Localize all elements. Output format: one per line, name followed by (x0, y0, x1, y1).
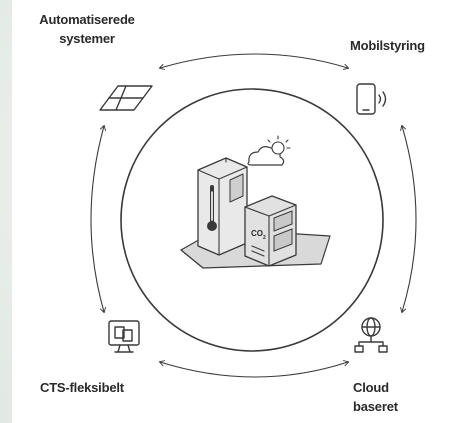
arrow-left (90, 124, 106, 314)
co2-label: CO (251, 229, 263, 238)
label-mobile-control: Mobilstyring (350, 38, 425, 53)
arrow-right (400, 124, 417, 314)
label-automated-line2: systemer (59, 31, 115, 46)
building-climate-icon (180, 135, 331, 269)
center-circle (120, 88, 384, 352)
label-cloud-line1: Cloud (353, 380, 389, 395)
network-globe-icon (354, 317, 388, 353)
arrow-top (158, 53, 350, 70)
label-automated-line1: Automatiserede (39, 12, 135, 27)
label-cloud-line2: baseret (353, 399, 398, 414)
solar-panel-icon (99, 85, 153, 111)
smartphone-signal-icon (356, 83, 387, 115)
label-cts-flexible: CTS-fleksibelt (40, 380, 124, 395)
label-cloud-based: Cloud baseret (353, 378, 398, 416)
co2-subscript: 2 (263, 235, 266, 241)
monitor-sync-icon (108, 320, 140, 353)
label-automated-systems: Automatiserede systemer (26, 10, 148, 48)
arrow-bottom (158, 360, 350, 378)
